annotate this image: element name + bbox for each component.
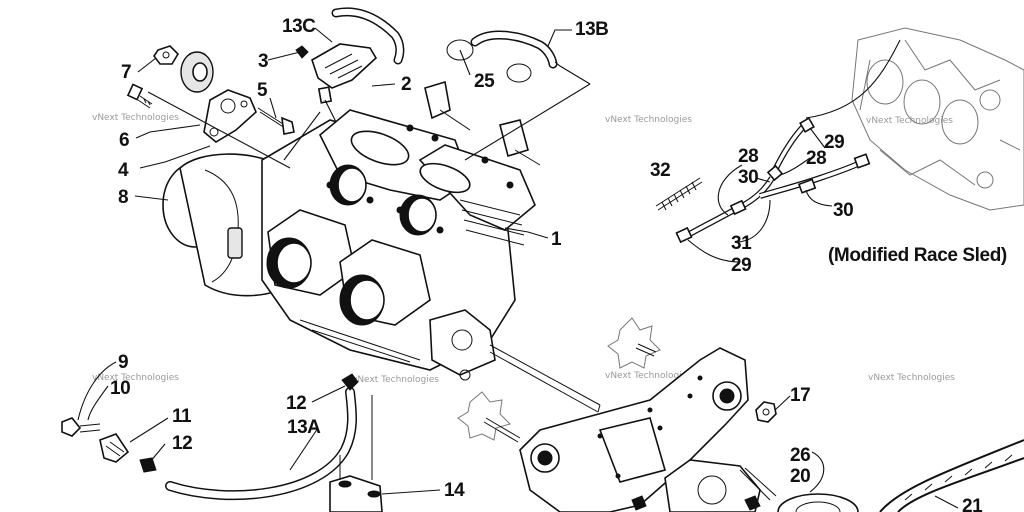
watermark: vNext Technologies — [605, 371, 692, 381]
callout-labels: 13C 13B 3 7 25 2 5 6 4 8 1 9 10 11 12 12… — [110, 16, 1007, 512]
race-sled-caption: (Modified Race Sled) — [828, 245, 1007, 266]
callout-10: 10 — [110, 378, 130, 399]
plate-lower-right — [664, 459, 777, 512]
bracket-14 — [329, 395, 383, 512]
callout-13a: 13A — [287, 417, 321, 438]
callout-11: 11 — [172, 406, 192, 427]
pulley-idler — [180, 51, 214, 93]
callout-28-right: 28 — [806, 148, 826, 169]
engine-1 — [162, 80, 601, 413]
fuel-line-31 — [675, 117, 871, 244]
callout-2: 2 — [401, 74, 411, 95]
belt-21 — [879, 439, 1024, 512]
callout-4: 4 — [118, 160, 129, 181]
callout-12-lower: 12 — [172, 433, 192, 454]
callout-14: 14 — [444, 480, 465, 501]
callout-6: 6 — [119, 130, 129, 151]
callout-31: 31 — [731, 233, 752, 254]
starter-handle-2 — [311, 43, 378, 131]
fitting-9-10 — [61, 417, 101, 437]
callout-26: 26 — [790, 445, 810, 466]
nut-17 — [755, 401, 777, 423]
callout-20: 20 — [790, 466, 810, 487]
callout-30-right: 30 — [833, 200, 853, 221]
mount-plate — [519, 347, 749, 512]
callout-32: 32 — [650, 160, 670, 181]
line-13a — [165, 387, 357, 501]
callout-30-left: 30 — [738, 167, 758, 188]
hose-13c — [331, 7, 405, 65]
callout-1: 1 — [551, 229, 562, 250]
fastener-star-lower — [457, 391, 521, 443]
watermark: vNext Technologies — [92, 113, 179, 123]
callout-21: 21 — [962, 496, 983, 512]
watermark: vNext Technologies — [868, 373, 955, 383]
callout-13b: 13B — [575, 19, 608, 40]
fitting-11 — [99, 433, 130, 463]
callout-28-left: 28 — [738, 146, 758, 167]
bracket-4 — [203, 89, 257, 143]
hose-13b — [470, 30, 558, 69]
hose-clamps-25 — [446, 39, 532, 83]
watermark: vNext Technologies — [605, 115, 692, 125]
race-sled-engine-sketch — [851, 27, 1024, 211]
watermark: vNext Technologies — [866, 116, 953, 126]
fastener-star-upper — [607, 317, 661, 369]
callout-7: 7 — [121, 62, 131, 83]
bolt-5 — [257, 107, 295, 135]
nut-7 — [153, 45, 180, 65]
callout-12-upper: 12 — [286, 393, 306, 414]
callout-9: 9 — [118, 352, 128, 373]
spring-32 — [655, 177, 703, 211]
callout-29-right: 29 — [824, 132, 844, 153]
callout-5: 5 — [257, 80, 268, 101]
leader-lines — [77, 27, 959, 509]
clamp-12-upper — [341, 373, 359, 391]
watermarks: vNext Technologies vNext Technologies vN… — [92, 113, 955, 385]
callout-29-left: 29 — [731, 255, 751, 276]
callout-8: 8 — [118, 187, 128, 208]
bolt-6 — [126, 83, 153, 109]
callout-17: 17 — [790, 385, 810, 406]
rope-end-3 — [295, 45, 309, 59]
bolt-lower — [631, 495, 761, 511]
watermark: vNext Technologies — [352, 375, 439, 385]
pulley-20 — [777, 493, 859, 512]
clamp-12-lower — [139, 457, 157, 473]
callout-3: 3 — [258, 51, 268, 72]
callout-25: 25 — [474, 71, 495, 92]
watermark: vNext Technologies — [92, 373, 179, 383]
callout-13c: 13C — [282, 16, 316, 37]
